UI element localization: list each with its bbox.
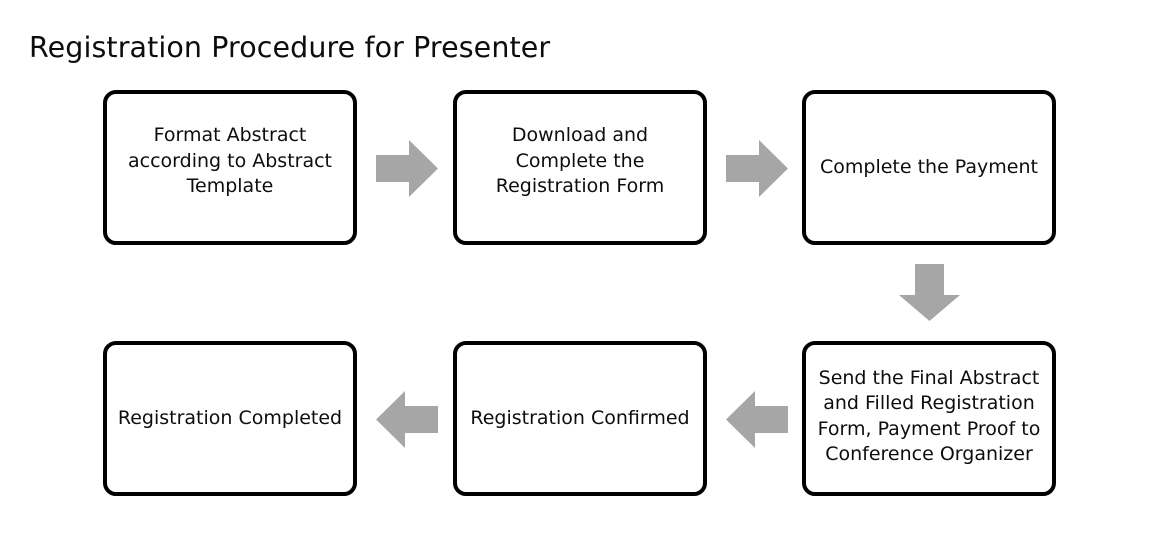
arrow-left-icon <box>726 391 788 448</box>
page-title: Registration Procedure for Presenter <box>29 31 551 64</box>
arrow-right-icon <box>726 140 788 197</box>
flow-node-registration-completed[interactable]: Registration Completed <box>103 341 357 496</box>
flow-node-label: Format Abstract according to Abstract Te… <box>128 124 332 198</box>
flow-node-label: Send the Final Abstract and Filled Regis… <box>817 366 1041 466</box>
arrow-left-icon <box>376 391 438 448</box>
flow-node-label: Registration Completed <box>117 406 343 429</box>
flow-node-label: Complete the Payment <box>819 155 1038 178</box>
flow-node-label: Download and Complete the Registration F… <box>495 124 665 198</box>
flow-node-send-final-abstract[interactable]: Send the Final Abstract and Filled Regis… <box>802 341 1056 496</box>
flow-node-registration-confirmed[interactable]: Registration Confirmed <box>453 341 707 496</box>
flow-node-complete-payment[interactable]: Complete the Payment <box>802 90 1056 245</box>
flow-node-format-abstract[interactable]: Format Abstract according to Abstract Te… <box>103 90 357 245</box>
flow-node-download-form[interactable]: Download and Complete the Registration F… <box>453 90 707 245</box>
arrow-right-icon <box>376 140 438 197</box>
arrow-down-icon <box>899 264 960 321</box>
flow-node-label: Registration Confirmed <box>470 406 690 429</box>
